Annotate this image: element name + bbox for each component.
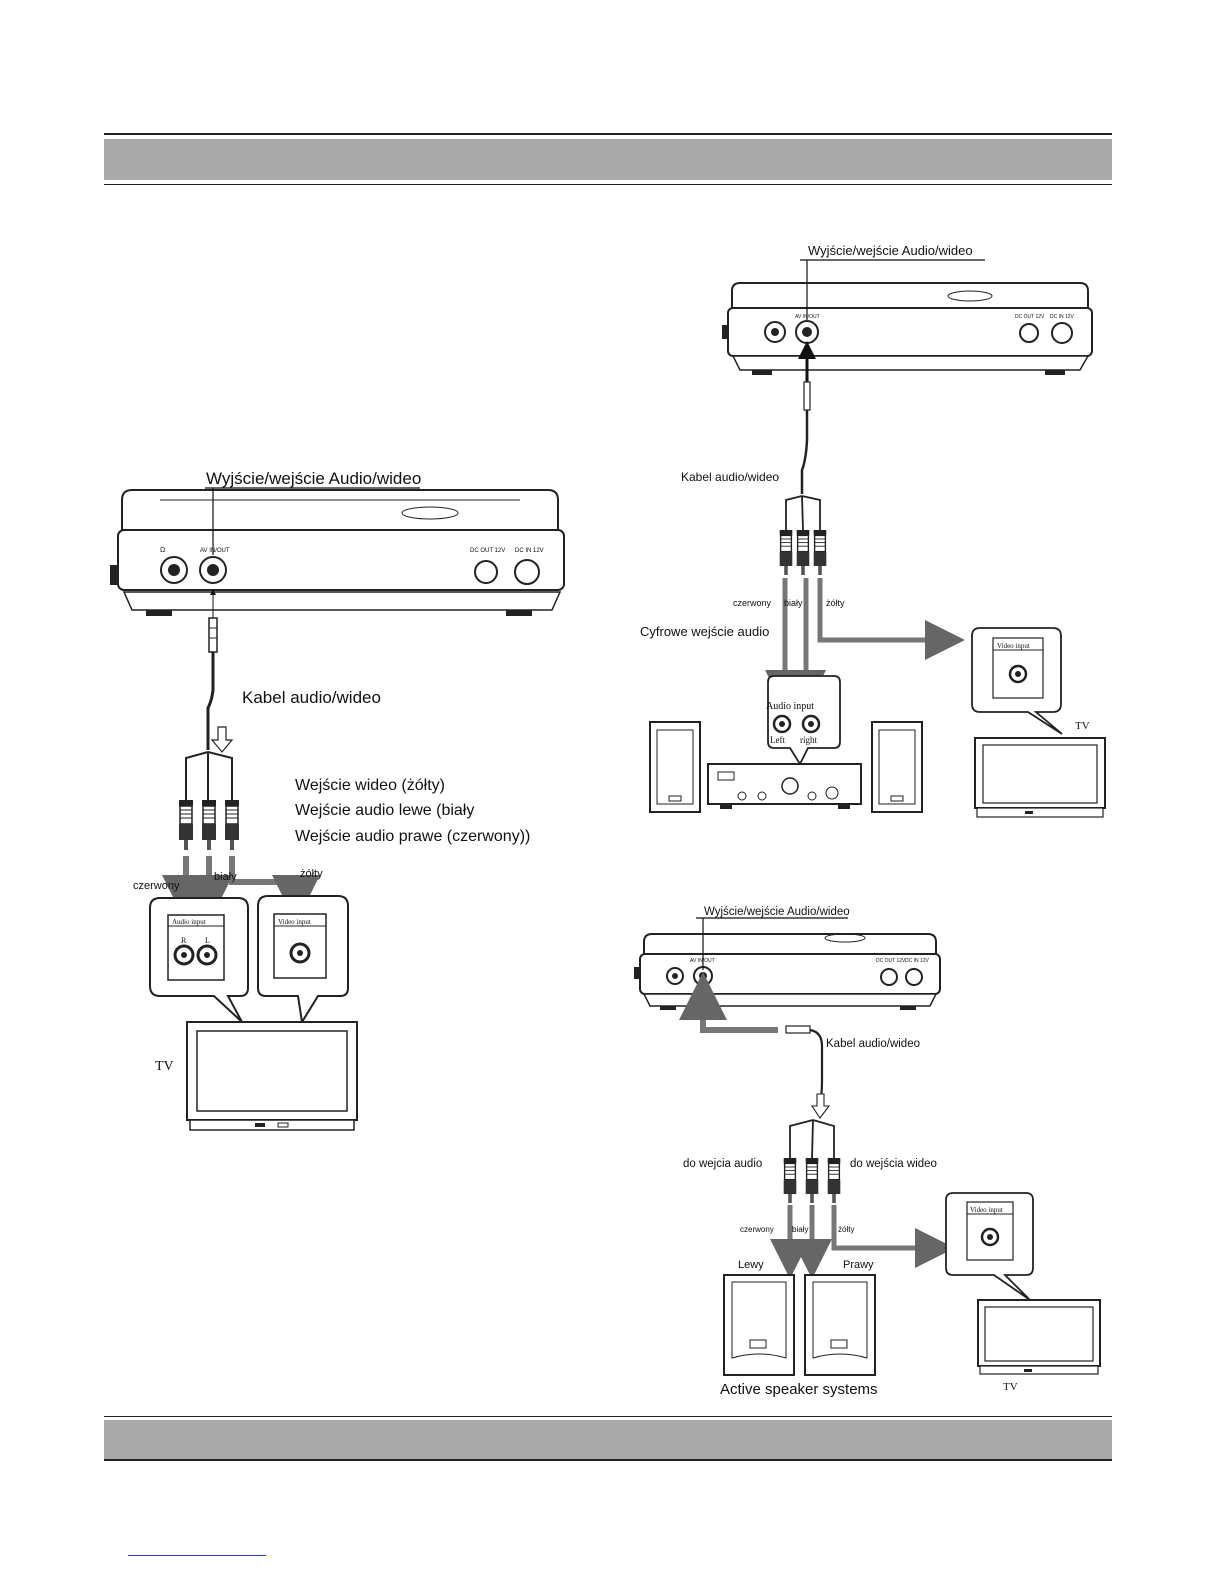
d2-audio-input-text: Audio input [766, 701, 814, 712]
d1-yellow-label: żółty [300, 868, 323, 880]
dvd-player-2: AV IN/OUT DC OUT 12V DC IN 12V [722, 282, 1093, 375]
d2-plug-red [779, 529, 793, 576]
d3-speaker-right [804, 1274, 876, 1376]
d3-left-speaker-label: Lewy [738, 1259, 764, 1271]
footer-rule-bottom [104, 1459, 1112, 1461]
footer-link-underline [128, 1555, 266, 1556]
d3-cable-label: Kabel audio/wideo [826, 1038, 920, 1050]
d3-plug-yellow [827, 1157, 841, 1204]
d2-white-label: biały [784, 598, 803, 608]
d1-input-audio-left: Wejście audio lewe (biały [295, 802, 474, 819]
d3-red-label: czerwony [740, 1225, 774, 1234]
d2-speaker-left [649, 721, 701, 813]
d1-audio-r: R [181, 936, 187, 945]
d2-port-label-dc-out: DC OUT 12V [1015, 314, 1045, 320]
headphone-icon: Ω [160, 547, 165, 554]
d1-tv: TV [155, 1021, 358, 1131]
d1-audio-input-callout: Audio input R L [149, 897, 249, 1023]
d3-to-audio-label: do wejcia audio [683, 1158, 762, 1170]
d2-speaker-right [871, 721, 923, 813]
d2-left-label: Left [770, 735, 785, 745]
port-label-av: AV IN/OUT [200, 548, 230, 554]
d2-yellow-label: żółty [826, 598, 845, 608]
d1-input-video: Wejście wideo (żółty) [295, 777, 445, 794]
d3-video-input-text: Video input [970, 1206, 1003, 1214]
footer-rule-top [104, 1416, 1112, 1417]
d1-red-label: czerwony [133, 880, 180, 892]
d1-video-input-text: Video input [278, 918, 311, 926]
d1-video-input-callout: Video input [257, 895, 349, 1025]
d3-speakers-caption: Active speaker systems [720, 1381, 878, 1398]
d1-plug-white [201, 799, 217, 851]
d2-cable-label: Kabel audio/wideo [681, 470, 779, 484]
d3-down-arrow-icon [810, 1093, 831, 1119]
d3-plug-red [783, 1157, 797, 1204]
dvd-player-1: Ω AV IN/OUT DC OUT 12V DC IN 12V [110, 489, 565, 616]
d3-yellow-label: żółty [838, 1225, 854, 1234]
d2-red-label: czerwony [733, 598, 772, 608]
d3-tv: TV [977, 1299, 1101, 1393]
d1-audio-l: L [205, 936, 210, 945]
d3-plug-white [805, 1157, 819, 1204]
dvd-player-3: AV IN/OUT DC OUT 12V DC IN 12V [634, 933, 941, 1010]
d3-tv-label: TV [1003, 1381, 1018, 1393]
d2-digital-input-label: Cyfrowe wejście audio [640, 624, 769, 639]
d2-port-label-dc-in: DC IN 12V [1050, 314, 1075, 320]
d1-audio-input-text: Audio input [172, 918, 206, 926]
header-rule-top [104, 133, 1112, 135]
d1-plug-yellow [224, 799, 240, 851]
d3-video-input-callout: Video input [945, 1192, 1034, 1301]
d2-av-port-label: Wyjście/wejście Audio/wideo [808, 243, 973, 258]
d1-tv-label: TV [155, 1059, 174, 1074]
d1-down-arrow-icon [210, 726, 234, 753]
d2-right-label: right [800, 735, 817, 745]
diagram-2: AV IN/OUT DC OUT 12V DC IN 12V Wyjście/w… [640, 243, 1106, 818]
d2-video-input-callout: Video input [971, 627, 1063, 735]
d2-plug-white [796, 529, 810, 576]
d2-plug-yellow [813, 529, 827, 576]
d2-tv-label: TV [1075, 720, 1090, 732]
d2-video-input-text: Video input [997, 642, 1030, 650]
d1-plug-red [178, 799, 194, 851]
d3-port-label-dc-out: DC OUT 12V [876, 958, 906, 964]
d3-right-speaker-label: Prawy [843, 1259, 874, 1271]
d1-av-port-label: Wyjście/wejście Audio/wideo [206, 469, 421, 488]
d1-cable-label: Kabel audio/wideo [242, 688, 381, 707]
header-rule-bottom [104, 184, 1112, 185]
d2-amplifier [707, 763, 862, 809]
d3-speaker-left [723, 1274, 795, 1376]
port-label-dc-out: DC OUT 12V [470, 548, 505, 554]
d2-tv: TV [974, 720, 1106, 818]
footer-band [104, 1420, 1112, 1461]
d3-av-port-label: Wyjście/wejście Audio/wideo [704, 906, 850, 918]
diagram-3: AV IN/OUT DC OUT 12V DC IN 12V Wyjście/w… [634, 906, 1101, 1398]
header-band [104, 139, 1112, 180]
d2-audio-input-callout: Audio input Left right [766, 675, 841, 766]
d1-white-label: biały [214, 871, 237, 883]
d3-white-label: biały [792, 1225, 808, 1234]
d1-input-audio-right: Wejście audio prawe (czerwony)) [295, 828, 530, 845]
d3-port-label-av: AV IN/OUT [690, 958, 715, 964]
diagram-1: Ω AV IN/OUT DC OUT 12V DC IN 12V Wyjście… [110, 469, 565, 1131]
port-label-dc-in: DC IN 12V [515, 548, 544, 554]
d3-to-video-label: do wejścia wideo [850, 1158, 937, 1170]
d3-port-label-dc-in: DC IN 12V [905, 958, 930, 964]
